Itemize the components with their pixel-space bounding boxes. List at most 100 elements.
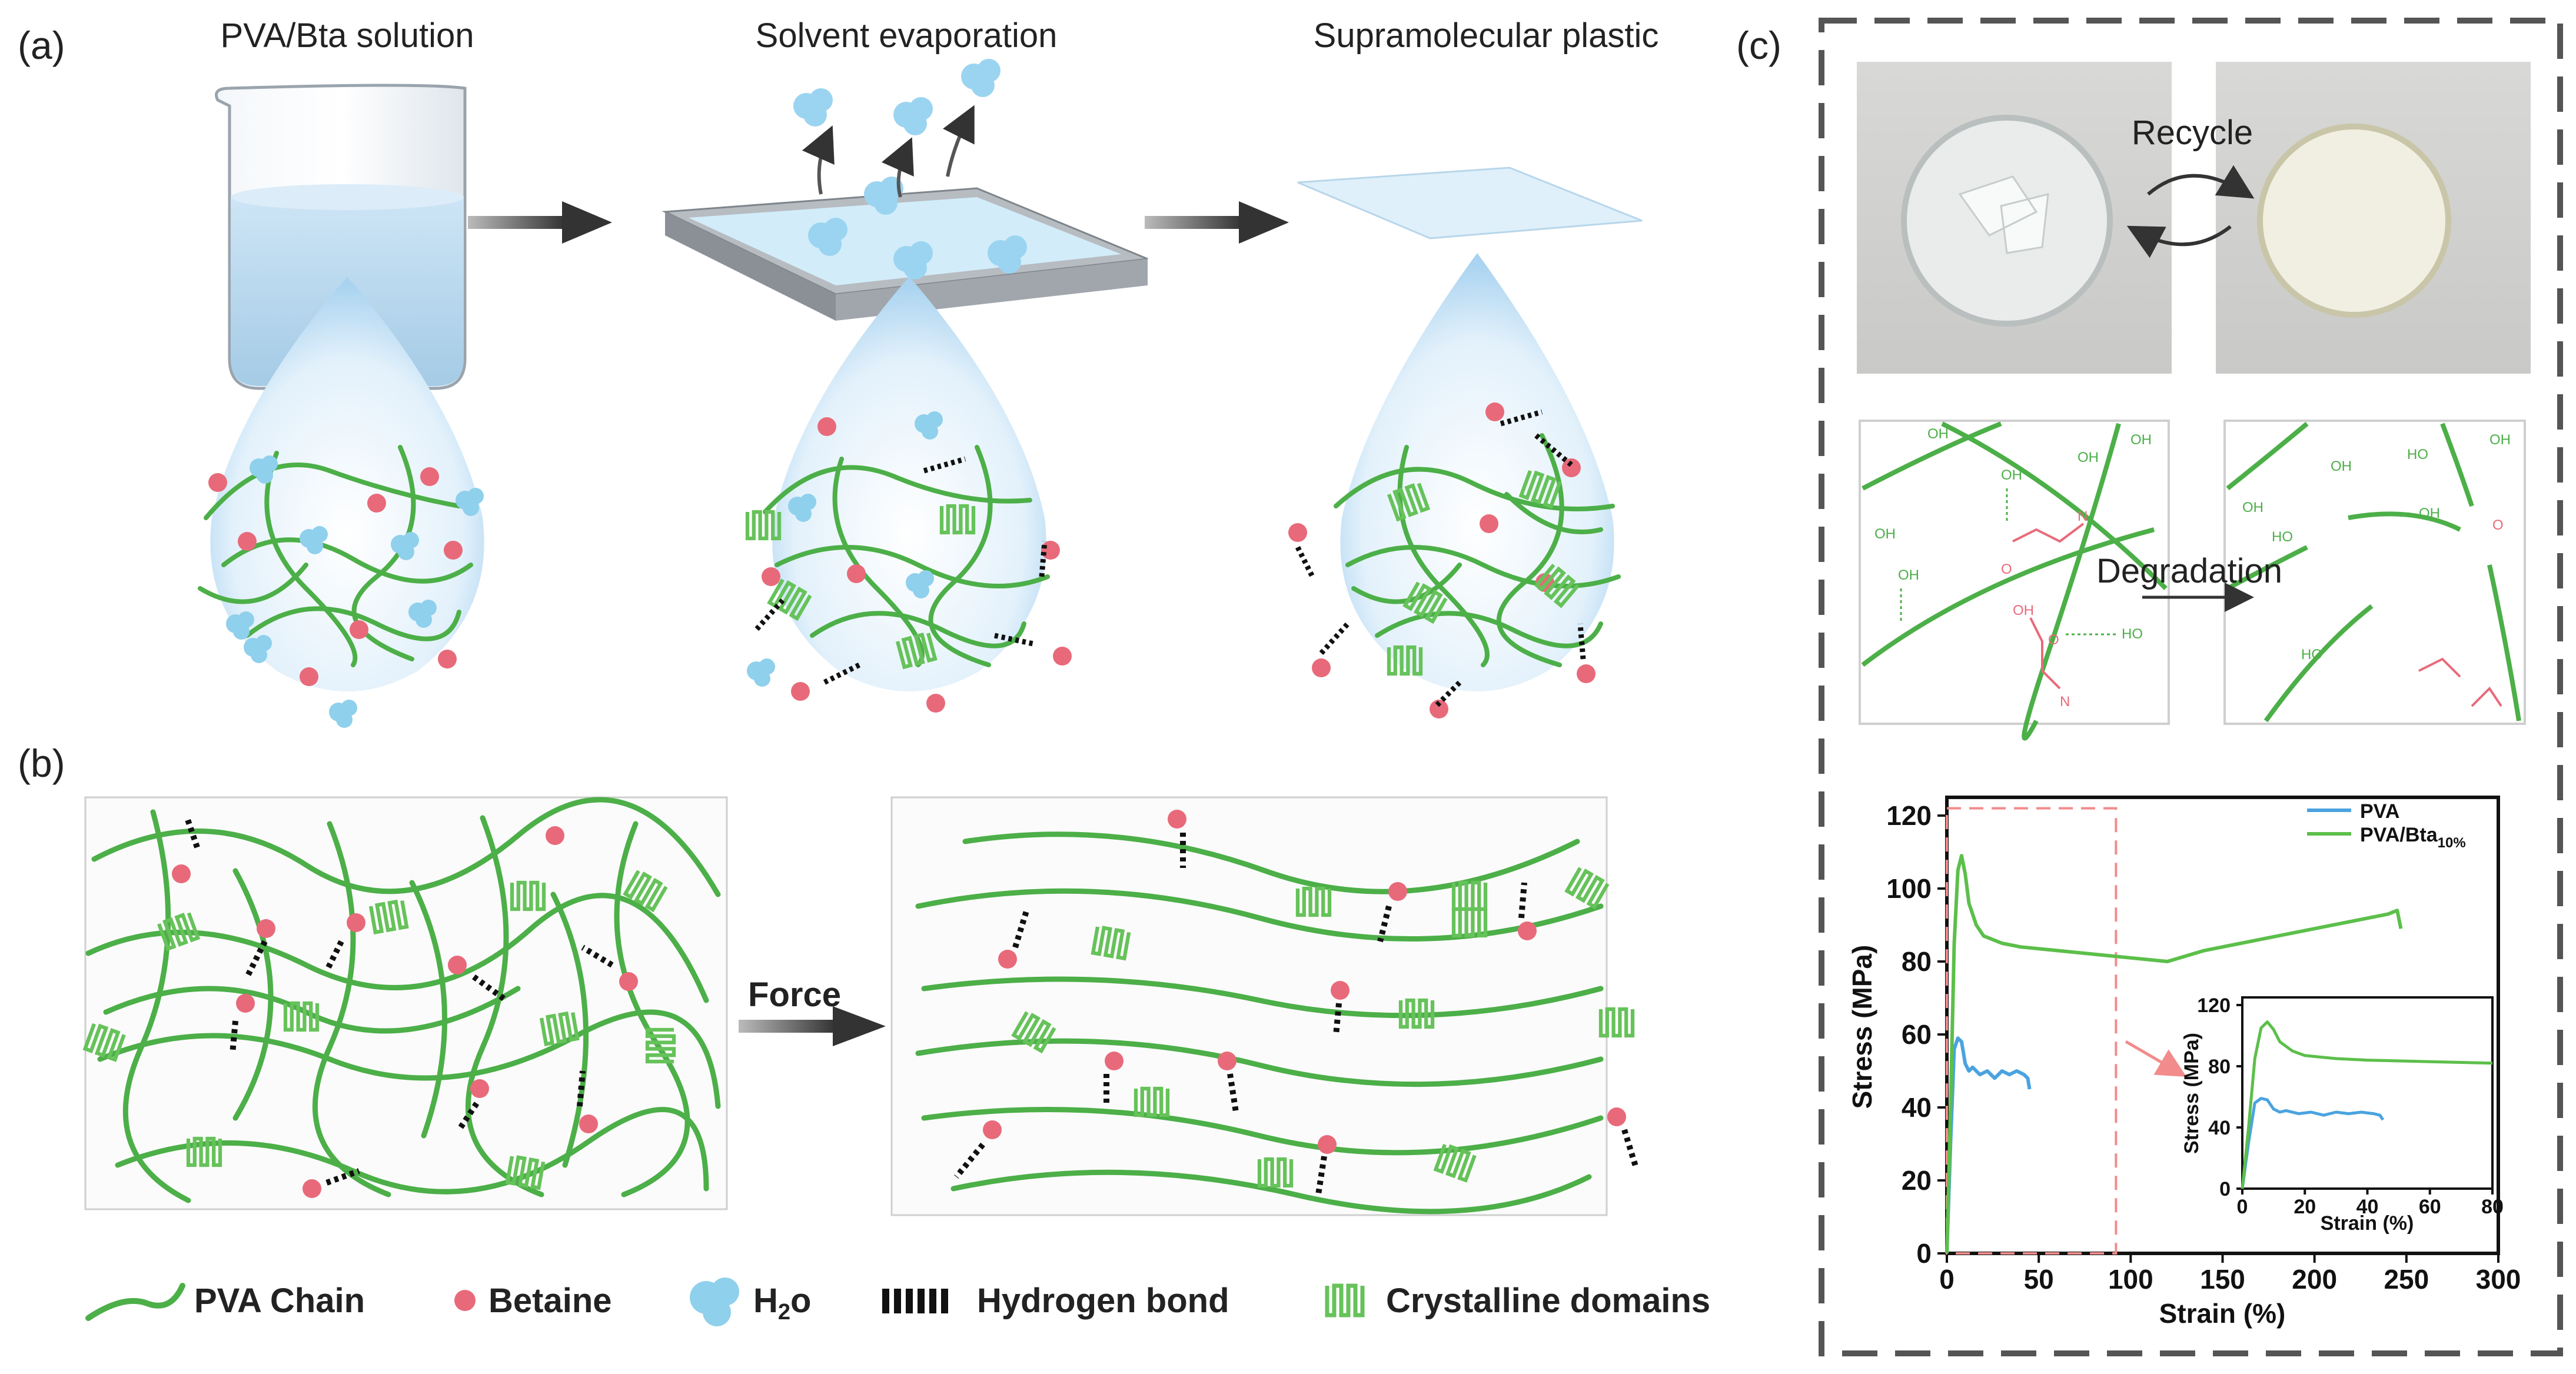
panel-a: (a) PVA/Bta solution Solvent evaporation… — [18, 16, 1658, 728]
x-tick-label: 100 — [2108, 1264, 2153, 1295]
panel-b-label: (b) — [18, 741, 65, 785]
force-arrow — [739, 1006, 886, 1046]
inset-y-tick-label: 0 — [2219, 1178, 2231, 1200]
legend-crystal: Crystalline domains — [1386, 1282, 1710, 1320]
betaine-structure-icon — [2012, 523, 2502, 707]
chart-legend: PVA PVA/Bta10% — [2307, 800, 2466, 851]
degradation-label: Degradation — [2096, 552, 2282, 590]
y-tick-label: 60 — [1902, 1019, 1932, 1050]
legend-water: H2o — [753, 1282, 811, 1325]
hydrogen-bonds-random — [184, 817, 614, 1186]
y-tick-label: 20 — [1902, 1165, 1932, 1196]
inset-x-tick-label: 0 — [2237, 1196, 2248, 1218]
scheme-before-degradation — [1859, 420, 2170, 725]
panel-c: (c) Recycle OH OH OH OH OH — [1736, 18, 2563, 1356]
inset-x-tick-label: 80 — [2481, 1196, 2504, 1218]
svg-text:O: O — [2492, 517, 2504, 533]
inset-y-tick-label: 40 — [2208, 1117, 2231, 1139]
legend-chain-icon — [85, 1283, 185, 1321]
x-axis-label: Strain (%) — [2159, 1298, 2286, 1329]
inset-series-line-pva — [2241, 1097, 2385, 1189]
panel-c-label: (c) — [1736, 24, 1781, 67]
svg-text:OH: OH — [2078, 450, 2099, 465]
svg-text:OH: OH — [1874, 526, 1896, 542]
svg-text:HO: HO — [2272, 529, 2293, 545]
svg-text:N: N — [2078, 508, 2088, 524]
zoom-region-box — [1946, 807, 2118, 1255]
svg-text:N: N — [2060, 694, 2070, 710]
x-tick-label: 50 — [2024, 1264, 2054, 1295]
force-label: Force — [748, 976, 841, 1014]
recycle-label: Recycle — [2132, 114, 2253, 152]
inset-series-line-pva-bta — [2241, 1020, 2493, 1189]
svg-text:OH: OH — [2419, 505, 2440, 521]
y-tick-label: 40 — [1902, 1092, 1932, 1123]
legend-hbond-icon — [882, 1289, 948, 1313]
inset-y-tick-label: 120 — [2197, 994, 2231, 1017]
recycle-arrows-icon — [2126, 165, 2255, 258]
x-tick-label: 150 — [2200, 1264, 2245, 1295]
svg-text:O: O — [2048, 632, 2059, 648]
legend: PVA Chain Betaine H2o Hydrogen bond Crys… — [85, 1277, 1710, 1326]
y-tick-label: 100 — [1886, 873, 1932, 904]
step-2-title: Solvent evaporation — [756, 16, 1058, 55]
series-line-pva-bta — [1945, 854, 2403, 1254]
betaine-dots-aligned — [983, 810, 1626, 1154]
scheme-hbonds — [1900, 488, 2119, 636]
inset-y-tick-label: 80 — [2208, 1056, 2231, 1078]
water-molecules-a — [226, 411, 943, 728]
scheme-after-degradation — [2223, 420, 2526, 725]
y-tick-label: 80 — [1902, 946, 1932, 977]
svg-text:OH: OH — [2130, 432, 2152, 448]
inset-plot-frame — [2241, 996, 2494, 1190]
betaine-dots-a — [208, 402, 1596, 718]
x-tick-label: 250 — [2384, 1264, 2429, 1295]
svg-text:OH: OH — [2489, 432, 2511, 448]
y-axis-ticks: 0 20 40 60 80 100 120 — [1886, 800, 1947, 1269]
scheme-chains — [1861, 421, 2521, 741]
zoom-arrow — [2125, 1040, 2187, 1077]
x-tick-label: 300 — [2476, 1264, 2521, 1295]
plastic-film-icon — [1297, 167, 1643, 239]
inset-chart: 0 40 80 120 0 20 40 60 80 Stress (MPa) Strain (… — [2181, 994, 2504, 1235]
inset-x-tick-label: 60 — [2419, 1196, 2441, 1218]
svg-text:OH: OH — [2242, 500, 2263, 515]
step-3-title: Supramolecular plastic — [1314, 16, 1659, 55]
legend-betaine: Betaine — [488, 1282, 612, 1320]
svg-text:OH: OH — [2331, 458, 2352, 474]
svg-text:OH: OH — [1927, 426, 1949, 442]
inset-y-axis-label: Stress (MPa) — [2181, 1033, 2203, 1154]
petri-dish-recycled — [2257, 124, 2451, 318]
svg-text:O: O — [2001, 561, 2012, 577]
panel-b: (b) — [18, 741, 1639, 1216]
svg-text:OH: OH — [2001, 467, 2022, 483]
x-tick-label: 200 — [2292, 1264, 2337, 1295]
inset-x-axis-label: Strain (%) — [2321, 1212, 2414, 1235]
film-pieces-icon — [1958, 175, 2049, 254]
panel-c-frame — [1819, 18, 2563, 1356]
legend-pva-chain: PVA Chain — [194, 1282, 365, 1320]
series-line-pva — [1945, 1036, 2032, 1254]
inset-x-tick-label: 20 — [2294, 1196, 2316, 1218]
process-arrow-2 — [1145, 201, 1289, 244]
inset-x-axis-ticks: 0 20 40 60 80 — [2237, 1189, 2504, 1218]
y-tick-label: 120 — [1886, 800, 1932, 831]
inset-y-axis-ticks: 0 40 80 120 — [2197, 994, 2242, 1200]
inset-x-tick-label: 40 — [2356, 1196, 2379, 1218]
y-axis-label: Stress (MPa) — [1847, 945, 1877, 1109]
step-1-title: PVA/Bta solution — [221, 16, 474, 55]
legend-water-icon — [690, 1277, 739, 1326]
legend-hbond: Hydrogen bond — [977, 1282, 1229, 1320]
panel-a-label: (a) — [18, 24, 65, 67]
svg-text:HO: HO — [2407, 447, 2428, 463]
legend-crystal-icon — [1327, 1286, 1362, 1315]
svg-text:OH: OH — [2013, 603, 2034, 618]
svg-text:OH: OH — [1898, 567, 1919, 583]
y-tick-label: 0 — [1916, 1238, 1932, 1269]
aligned-network-box — [890, 796, 1608, 1216]
process-arrow-1 — [468, 201, 612, 244]
legend-betaine-icon — [454, 1290, 476, 1311]
